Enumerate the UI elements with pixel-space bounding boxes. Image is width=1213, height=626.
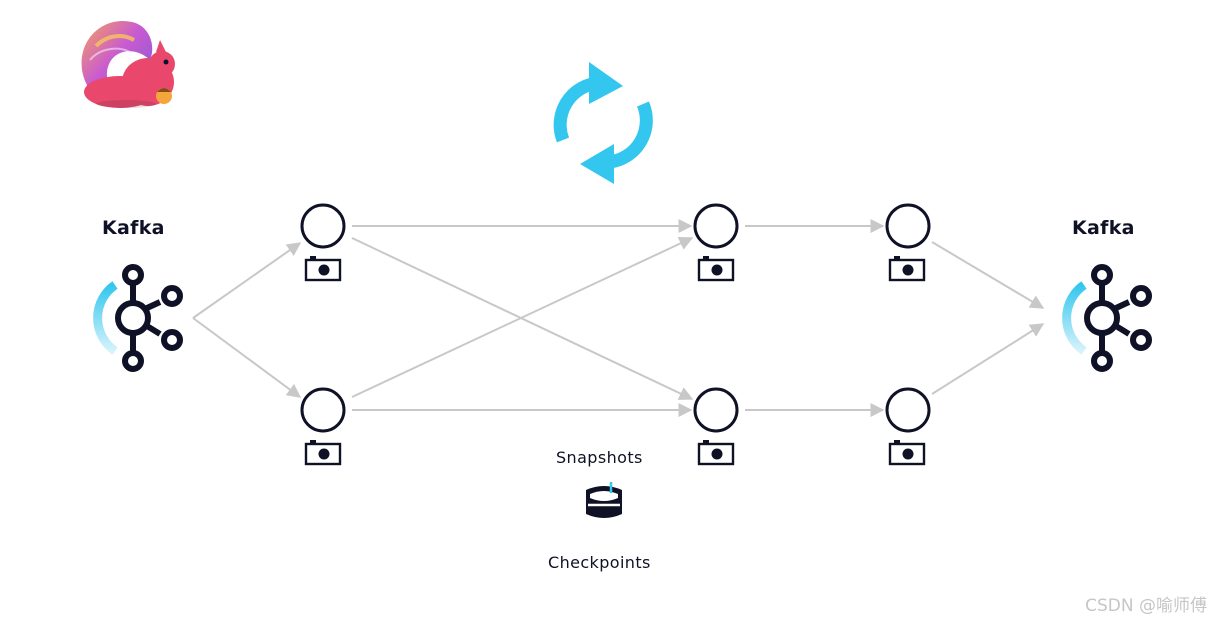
kafka-sink-icon bbox=[1062, 264, 1152, 372]
edge-op3a-to-sink bbox=[931, 241, 1045, 309]
watermark-text: CSDN @喻师傅 bbox=[1085, 596, 1207, 616]
camera-icon bbox=[697, 256, 735, 282]
source-kafka-label: Kafka bbox=[102, 217, 165, 239]
refresh-cycle-icon bbox=[553, 62, 653, 184]
operator-node bbox=[300, 387, 346, 433]
database-icon bbox=[586, 482, 622, 518]
checkpoints-label: Checkpoints bbox=[548, 553, 651, 572]
camera-icon bbox=[888, 440, 926, 466]
flink-squirrel-logo-icon bbox=[81, 21, 175, 108]
kafka-source-icon bbox=[93, 264, 183, 372]
camera-icons bbox=[304, 256, 926, 466]
sink-kafka-label: Kafka bbox=[1072, 217, 1135, 239]
camera-icon bbox=[888, 256, 926, 282]
edge-op1b-to-op2a bbox=[351, 236, 694, 398]
operator-node bbox=[693, 387, 739, 433]
camera-icon bbox=[304, 440, 342, 466]
operator-node bbox=[885, 203, 931, 249]
edge-source-to-op1a bbox=[192, 242, 302, 319]
operator-node bbox=[885, 387, 931, 433]
dataflow-edges bbox=[192, 219, 1045, 417]
edge-op3b-to-sink bbox=[931, 323, 1045, 395]
camera-icon bbox=[697, 440, 735, 466]
operator-node bbox=[300, 203, 346, 249]
operator-node bbox=[693, 203, 739, 249]
camera-icon bbox=[304, 256, 342, 282]
edge-source-to-op1b bbox=[192, 317, 302, 398]
snapshots-label: Snapshots bbox=[556, 448, 643, 467]
operator-nodes bbox=[300, 203, 931, 433]
